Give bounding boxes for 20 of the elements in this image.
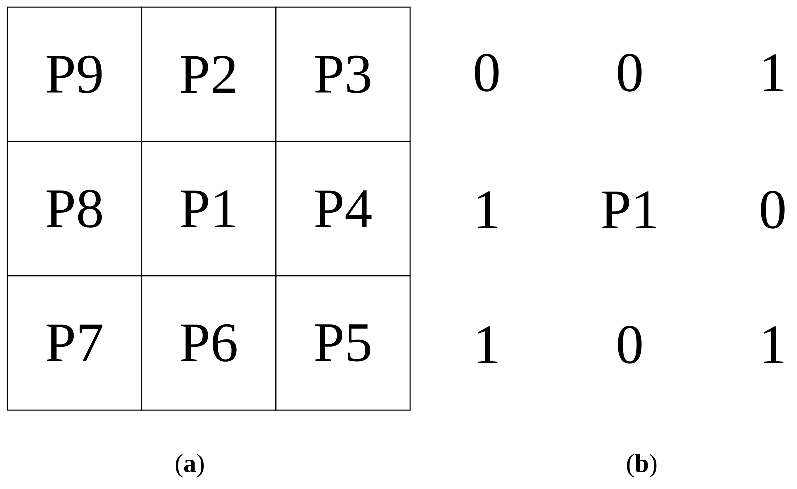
grid-cell: P7 [7, 276, 142, 411]
matrix-value: 0 [761, 191, 785, 229]
grid-cell: P8 [7, 141, 142, 277]
matrix-value: 0 [618, 54, 642, 92]
grid-cell: P9 [7, 6, 142, 142]
panel-label: (a) [176, 454, 204, 478]
grid-cell: P4 [276, 141, 411, 277]
grid-cell: P3 [276, 6, 411, 142]
matrix-value: 0 [475, 54, 499, 92]
grid-cell: P1 [141, 141, 277, 277]
matrix-value: P1 [602, 192, 656, 228]
matrix-value: 1 [764, 326, 784, 364]
grid-cell: P2 [141, 6, 277, 142]
grid-cell: P6 [141, 276, 277, 411]
matrix-value: 1 [478, 326, 498, 364]
matrix-value: 1 [478, 192, 498, 228]
panel-label: (b) [627, 454, 657, 478]
matrix-value: 0 [618, 326, 642, 364]
matrix-value: 1 [764, 54, 784, 92]
grid-cell: P5 [276, 276, 411, 411]
